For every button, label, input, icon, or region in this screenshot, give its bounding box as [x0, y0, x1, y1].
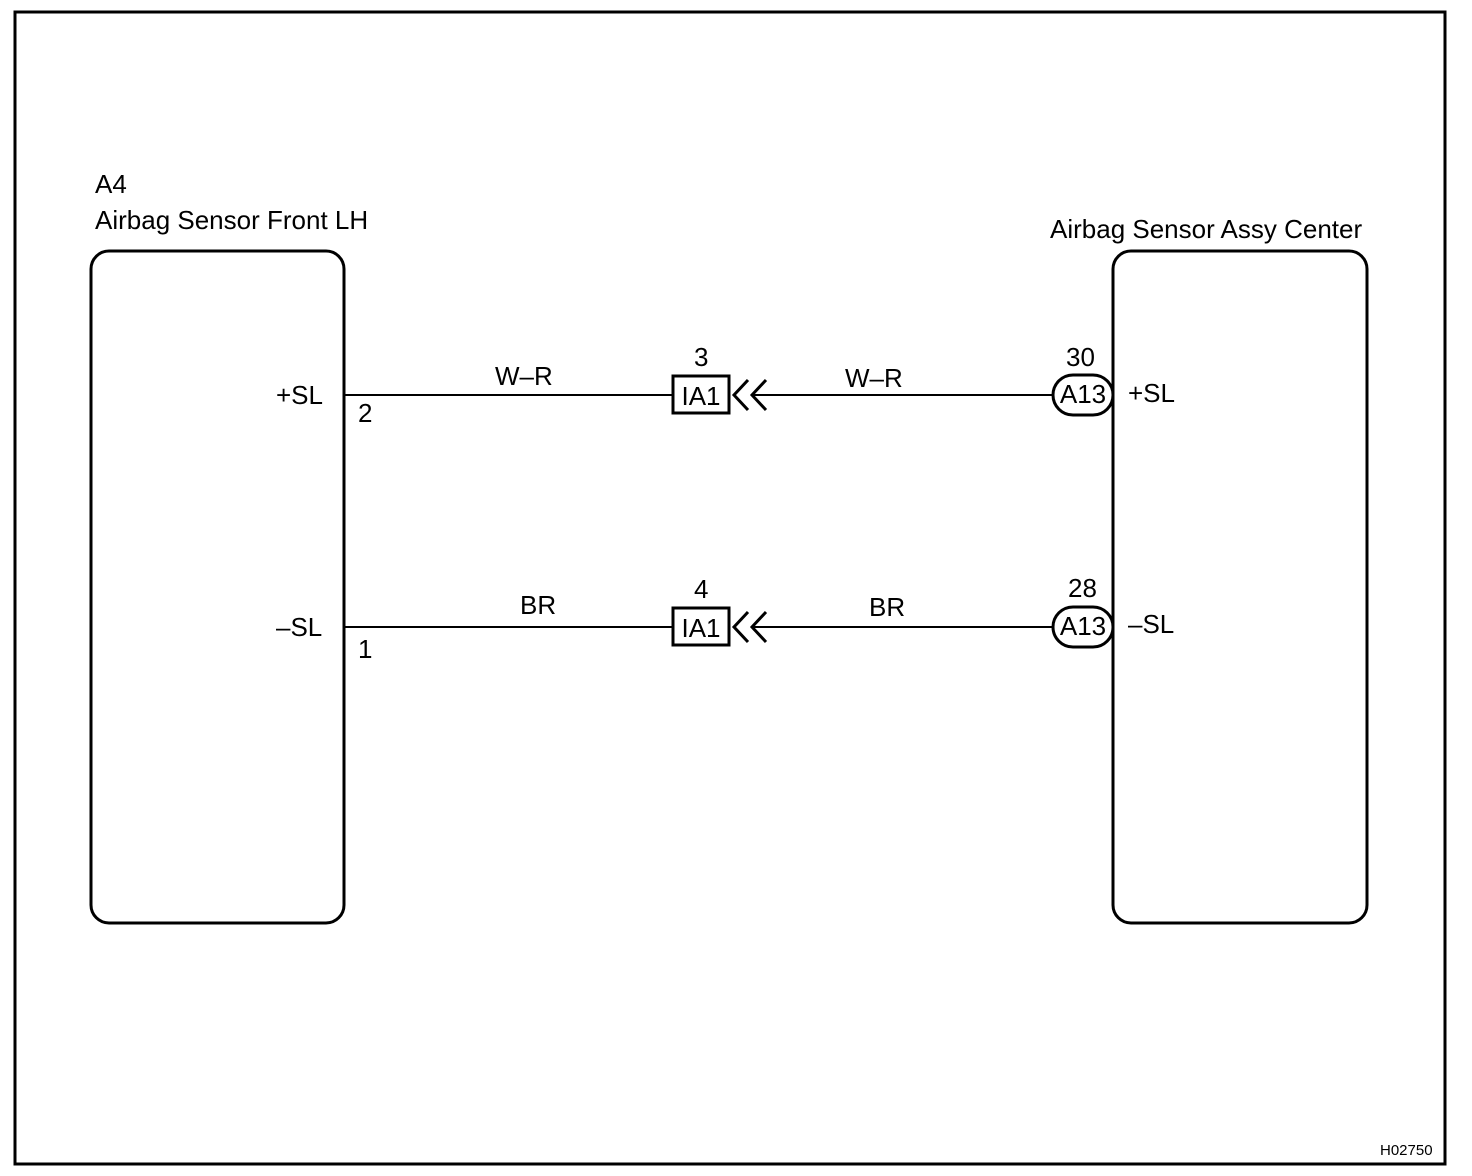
wire-plus-sl: +SL 2 W–R 3 IA1 W–R 30 A13 +SL [276, 342, 1175, 428]
left-pin-number-1: 1 [358, 634, 372, 664]
junction-label: IA1 [681, 613, 720, 643]
right-connector-a13 [1051, 373, 1115, 417]
right-component-name: Airbag Sensor Assy Center [1050, 214, 1362, 244]
left-component-code: A4 [95, 169, 127, 199]
junction-pin-4: 4 [694, 574, 708, 604]
left-pin-label-minus-sl: –SL [276, 612, 322, 642]
wire-color-right: BR [869, 592, 905, 622]
junction-connector-ia1 [671, 606, 731, 647]
figure-code: H02750 [1380, 1142, 1433, 1159]
wire-color-left: BR [520, 590, 556, 620]
wire-color-right: W–R [845, 363, 903, 393]
left-pin-label-plus-sl: +SL [276, 380, 323, 410]
right-pin-number-30: 30 [1066, 342, 1095, 372]
junction-connector-ia1 [671, 374, 731, 415]
junction-pin-3: 3 [694, 342, 708, 372]
right-pin-number-28: 28 [1068, 573, 1097, 603]
left-component-name: Airbag Sensor Front LH [95, 205, 368, 235]
right-connector-label: A13 [1060, 611, 1106, 641]
diagram-frame [13, 10, 1447, 1166]
right-component-box [1111, 249, 1369, 925]
right-connector-a13 [1051, 605, 1115, 649]
right-connector-label: A13 [1060, 379, 1106, 409]
junction-label: IA1 [681, 381, 720, 411]
wire-color-left: W–R [495, 361, 553, 391]
wire-minus-sl: –SL 1 BR 4 IA1 BR 28 A13 –SL [276, 573, 1174, 664]
left-pin-number-2: 2 [358, 398, 372, 428]
right-pin-label-minus-sl: –SL [1128, 609, 1174, 639]
right-pin-label-plus-sl: +SL [1128, 378, 1175, 408]
left-component-box [89, 249, 346, 925]
